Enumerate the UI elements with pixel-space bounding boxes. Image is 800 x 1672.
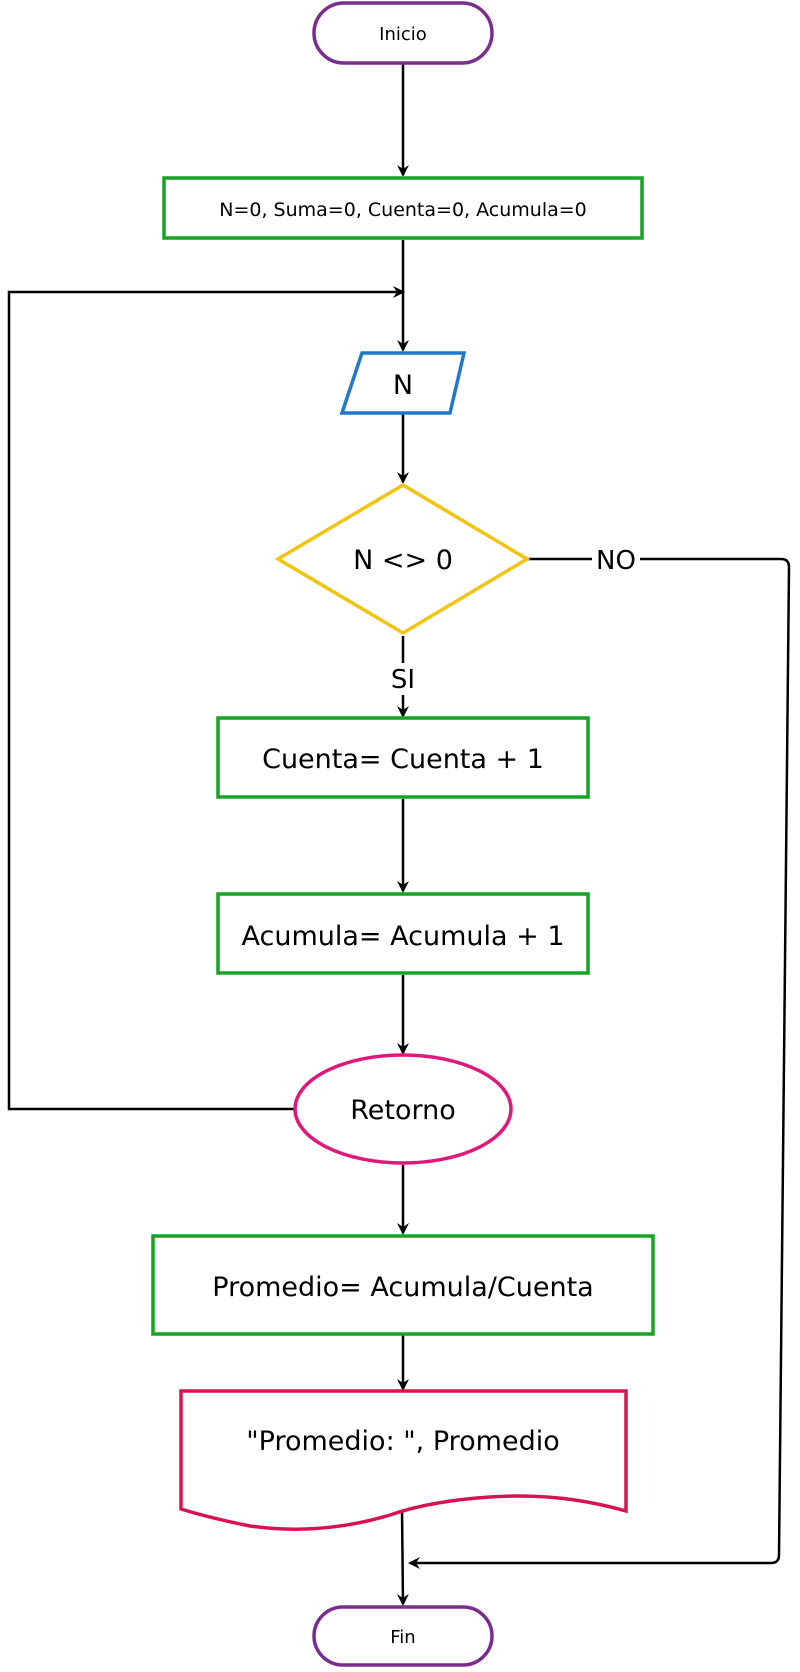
decision-label: N <> 0	[353, 545, 453, 576]
return-connector-shape	[293, 1053, 513, 1165]
end-terminal-shape	[312, 1605, 494, 1667]
input-data: N	[339, 351, 467, 415]
average-label: Promedio= Acumula/Cuenta	[212, 1272, 593, 1303]
start-terminal: Inicio	[312, 1, 494, 65]
accumulate-process-shape	[216, 892, 590, 975]
count-process-shape	[216, 716, 590, 799]
init-process: N=0, Suma=0, Cuenta=0, Acumula=0	[162, 176, 644, 240]
edge-return-loop-back	[7, 286, 405, 1111]
output-document-shape	[179, 1389, 628, 1531]
decision: N <> 0	[274, 482, 531, 636]
return-label: Retorno	[350, 1095, 456, 1126]
average-process-shape	[151, 1234, 655, 1336]
return-connector: Retorno	[293, 1053, 513, 1165]
edge-output-to-end	[396, 1509, 409, 1606]
init-label: N=0, Suma=0, Cuenta=0, Acumula=0	[219, 199, 587, 221]
start-label: Inicio	[379, 24, 427, 45]
output-label: "Promedio: ", Promedio	[246, 1426, 560, 1457]
count-label: Cuenta= Cuenta + 1	[262, 744, 544, 775]
start-terminal-shape	[312, 1, 494, 65]
init-process-shape	[162, 176, 644, 240]
input-data-shape	[339, 351, 467, 415]
accumulate-label: Acumula= Acumula + 1	[242, 921, 565, 952]
edge-label-yes: SI	[391, 665, 415, 695]
edge-label-no: NO	[596, 546, 636, 576]
accumulate-process: Acumula= Acumula + 1	[216, 892, 590, 975]
decision-shape	[274, 482, 531, 636]
count-process: Cuenta= Cuenta + 1	[216, 716, 590, 799]
average-process: Promedio= Acumula/Cuenta	[151, 1234, 655, 1336]
input-label: N	[393, 370, 413, 401]
end-terminal: Fin	[312, 1605, 494, 1667]
edge-decision-no-to-end	[408, 557, 791, 1569]
end-label: Fin	[390, 1627, 415, 1648]
output-document: "Promedio: ", Promedio	[179, 1389, 628, 1531]
flowchart-edges	[7, 64, 791, 1606]
